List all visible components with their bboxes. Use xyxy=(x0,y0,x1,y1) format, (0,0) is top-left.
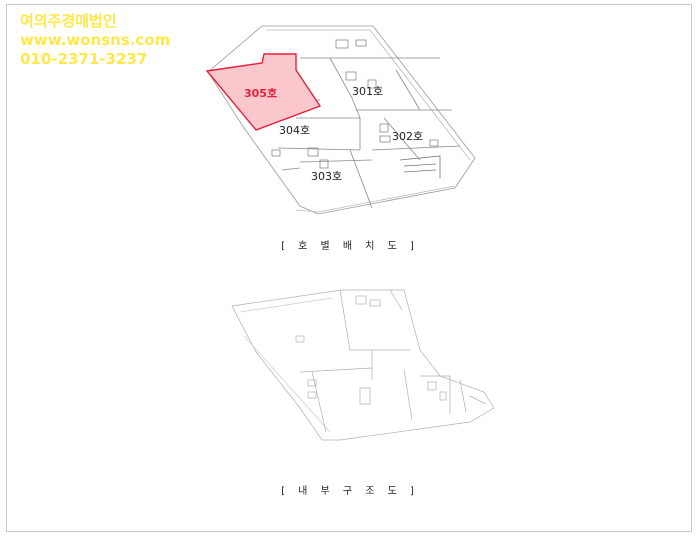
unit-302-label: 302호 xyxy=(392,130,423,143)
image-frame xyxy=(6,4,692,532)
layout-caption: [ 호 별 배 치 도 ] xyxy=(281,241,419,252)
interior-structure-plan xyxy=(231,289,495,441)
watermark-website: www.wonsns.com xyxy=(20,31,171,49)
unit-303-label: 303호 xyxy=(311,170,342,183)
watermark-company: 여의주경매법인 xyxy=(20,12,117,30)
interior-caption: [ 내 부 구 조 도 ] xyxy=(281,486,419,497)
unit-301-label: 301호 xyxy=(352,85,383,98)
watermark-phone: 010-2371-3237 xyxy=(20,50,148,68)
unit-305-highlight xyxy=(205,53,322,131)
unit-layout-plan xyxy=(207,25,476,215)
unit-304-label: 304호 xyxy=(279,124,310,137)
watermark: 여의주경매법인 www.wonsns.com 010-2371-3237 xyxy=(20,12,170,69)
unit-305-label: 305호 xyxy=(244,86,277,100)
